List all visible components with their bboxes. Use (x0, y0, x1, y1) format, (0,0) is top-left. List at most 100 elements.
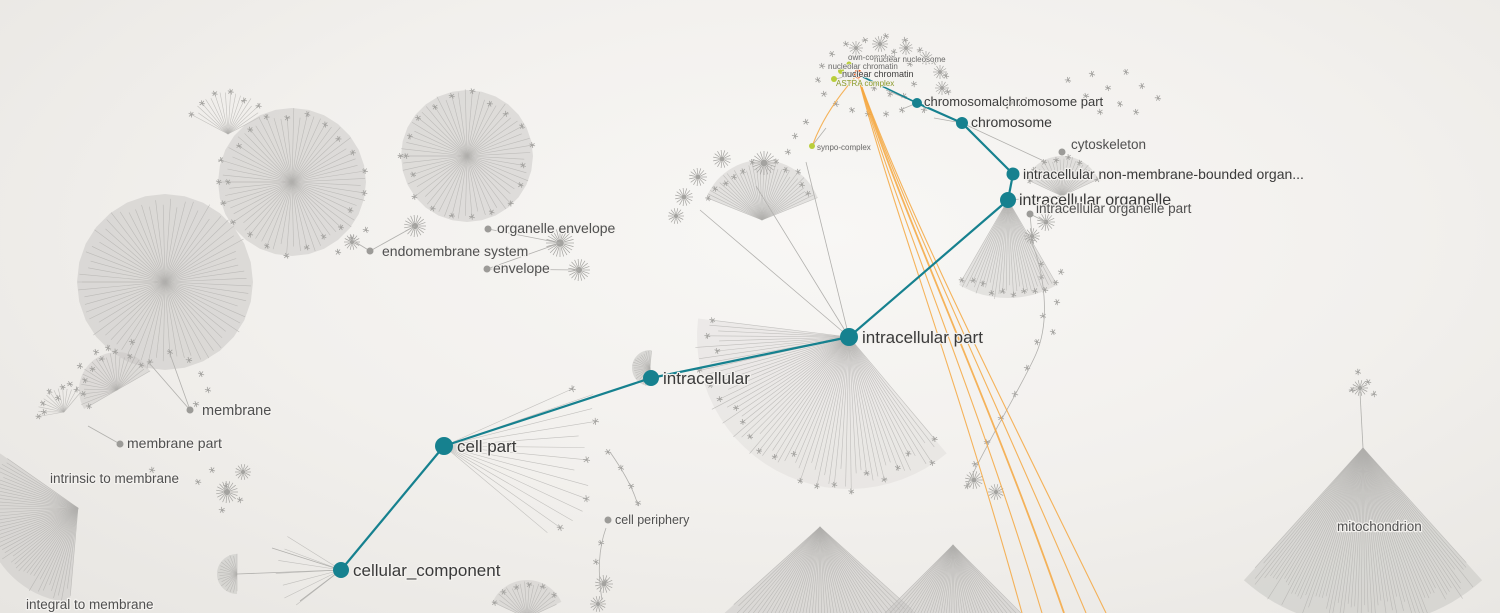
leaf-burst-icon (934, 99, 942, 106)
leaf-burst-icon (403, 153, 410, 159)
cluster-rosette-icon (546, 229, 574, 257)
collapsed-subtree-fan (724, 526, 916, 613)
leaf-burst-icon (1083, 169, 1090, 176)
leaf-burst-icon (739, 168, 746, 175)
term-label[interactable]: endomembrane system (381, 242, 530, 261)
term-label-intracellular-non-membrane-bounded-organelle[interactable]: intracellular non-membrane-bounded organ… (1022, 165, 1305, 184)
leaf-burst-icon (469, 88, 476, 95)
association-edge-orange (857, 75, 1087, 613)
leaf-burst-icon (798, 181, 805, 188)
term-label-intracellular-part[interactable]: intracellular part (861, 327, 985, 349)
leaf-burst-icon (1082, 92, 1090, 100)
leaf-burst-icon (1104, 84, 1112, 92)
term-label-cellular-component[interactable]: cellular_component (352, 560, 502, 582)
leaf-burst-icon (432, 104, 438, 110)
cluster-rosette-icon (675, 187, 693, 207)
term-node-cell-part[interactable] (435, 437, 453, 455)
leaf-burst-icon (80, 390, 87, 397)
leaf-burst-icon (988, 290, 995, 297)
term-label-tiny[interactable]: synpo-complex (816, 142, 871, 153)
leaf-burst-icon (882, 32, 890, 39)
term-node-intracellular-organelle[interactable] (1000, 192, 1016, 208)
leaf-burst-icon (247, 126, 254, 133)
graph-edge (351, 239, 371, 252)
graph-edge (805, 161, 850, 338)
leaf-burst-icon (999, 288, 1006, 295)
term-label[interactable]: integral to membrane (25, 596, 155, 613)
term-label-tiny[interactable]: ASTRA complex (835, 78, 895, 89)
leaf-burst-icon (76, 362, 84, 370)
leaf-burst-icon (784, 148, 792, 156)
leaf-burst-icon (146, 358, 154, 366)
graph-edge (299, 569, 342, 602)
term-node-intracellular[interactable] (643, 370, 659, 386)
collapsed-term-node[interactable] (366, 247, 374, 255)
term-label[interactable]: intracellular organelle part (1035, 200, 1193, 218)
cluster-rosette-icon (899, 41, 913, 55)
leaf-burst-icon (898, 106, 905, 114)
term-label[interactable]: membrane (201, 402, 273, 421)
selected-term-node[interactable] (852, 68, 864, 80)
term-label[interactable]: cell periphery (614, 512, 692, 529)
term-label-tiny[interactable]: nuclear nucleosome (873, 54, 947, 65)
term-label-chromosome[interactable]: chromosome (970, 113, 1054, 132)
leaf-burst-icon (348, 234, 356, 242)
term-label[interactable]: intrinsic to membrane (49, 470, 181, 488)
term-label-cell-part[interactable]: cell part (456, 436, 518, 458)
leaf-burst-icon (526, 581, 533, 588)
leaf-burst-icon (971, 460, 979, 468)
term-label[interactable]: envelope (492, 259, 552, 278)
associated-term-node[interactable] (846, 61, 852, 67)
leaf-burst-icon (1154, 94, 1162, 101)
leaf-burst-icon (361, 190, 368, 196)
leaf-burst-icon (1364, 378, 1372, 385)
leaf-burst-icon (1064, 76, 1072, 83)
associated-term-node[interactable] (838, 68, 844, 74)
term-node-intracellular-non-membrane-bounded-organelle[interactable] (1006, 167, 1020, 181)
term-label[interactable]: membrane part (126, 434, 224, 453)
term-label[interactable]: cytoskeleton (1070, 136, 1148, 154)
collapsed-term-node[interactable] (1058, 148, 1066, 156)
collapsed-term-node[interactable] (116, 440, 124, 448)
term-node-cellular-component[interactable] (333, 562, 349, 578)
graph-edge (169, 353, 191, 411)
leaf-burst-icon (722, 180, 729, 187)
leaf-burst-icon (127, 353, 133, 360)
term-node-intracellular-part[interactable] (840, 328, 858, 346)
term-label-tiny[interactable]: nuclear chromatin (841, 68, 914, 80)
collapsed-term-node[interactable] (604, 516, 612, 524)
graph-edge (1029, 213, 1033, 237)
collapsed-subtree-fan (35, 384, 82, 420)
term-label-intracellular[interactable]: intracellular (662, 368, 752, 390)
leaf-burst-icon (944, 88, 952, 96)
term-label-tiny[interactable]: nucleolar chromatin (827, 61, 898, 72)
leaf-burst-icon (881, 476, 888, 483)
associated-term-node[interactable] (831, 76, 837, 82)
term-label[interactable]: chromosome part (1001, 93, 1105, 111)
term-label-tiny[interactable]: own-complex (847, 52, 896, 63)
leaf-burst-icon (148, 466, 156, 474)
leaf-burst-icon (813, 483, 820, 490)
term-label[interactable]: organelle envelope (496, 219, 617, 238)
term-node-chromosome[interactable] (956, 117, 968, 129)
graph-edge (149, 363, 191, 411)
cluster-rosette-icon (668, 208, 684, 224)
leaf-burst-icon (192, 400, 200, 408)
term-label[interactable]: mitochondrion (1336, 518, 1423, 536)
associated-term-node[interactable] (809, 143, 815, 149)
leaf-burst-icon (349, 149, 356, 156)
collapsed-term-node[interactable] (484, 225, 492, 233)
term-label[interactable]: chromosomal part (923, 93, 1030, 111)
cluster-rosette-icon (216, 480, 238, 504)
collapsed-term-node[interactable] (483, 265, 491, 273)
term-label-intracellular-organelle[interactable]: intracellular organelle (1018, 191, 1173, 211)
leaf-burst-icon (128, 338, 136, 346)
leaf-burst-icon (849, 106, 855, 114)
leaf-burst-icon (882, 110, 890, 118)
leaf-burst-icon (910, 80, 918, 88)
term-node-chromosomal-part[interactable] (912, 98, 922, 108)
collapsed-term-node[interactable] (1026, 210, 1034, 218)
collapsed-term-node[interactable] (186, 406, 194, 414)
